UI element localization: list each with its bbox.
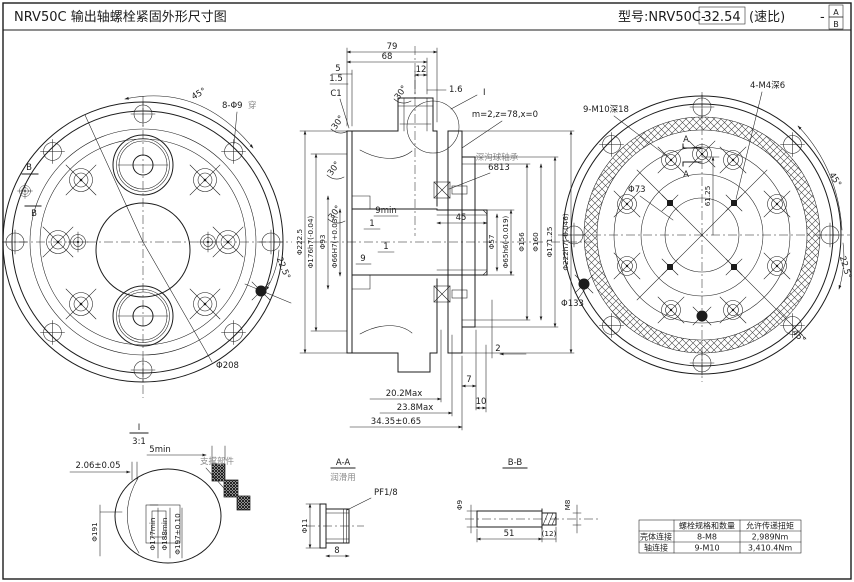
dim-1: 1 <box>369 219 374 229</box>
dia-160-label: Φ160 <box>531 232 540 252</box>
gear-spec-label: m=2,z=78,x=0 <box>472 110 538 120</box>
support-part-hatch <box>211 463 251 511</box>
dim-12-ref: (12) <box>542 529 557 538</box>
chamfer-c1: C1 <box>330 89 341 99</box>
row-torque: 3,410.4Nm <box>748 544 793 553</box>
bearing-number-label: 6813 <box>488 163 510 173</box>
dia-9-label: Φ9 <box>455 499 464 510</box>
dia-11-label: Φ11 <box>300 519 309 534</box>
page-title: NRV50C 输出轴螺栓紧固外形尺寸图 <box>14 9 227 25</box>
m8-label: M8 <box>563 499 572 510</box>
table-header-torque: 允许传递扭矩 <box>746 521 794 531</box>
dia-65-label: Φ65h6(-0.019) <box>501 215 510 268</box>
dim-8: 8 <box>334 546 339 556</box>
dim-1-5: 1.5 <box>329 74 343 84</box>
dim-10: 10 <box>476 397 487 407</box>
dim-9min: 9min <box>375 206 396 216</box>
hole-pattern-suffix: 穿 <box>248 100 257 111</box>
dim-3435: 34.35±0.65 <box>371 417 421 427</box>
bottom-dims: 2 7 10 20.2Max 23.8Max 34.35±0.65 <box>349 299 527 431</box>
m10-pattern-label: 9-M10深18 <box>583 105 629 115</box>
dim-7: 7 <box>466 375 471 385</box>
ratio-note: (速比) <box>749 10 785 25</box>
dim-1: 1 <box>383 242 388 252</box>
dim-51: 51 <box>504 529 515 539</box>
section-a-mark: A <box>683 170 689 180</box>
table-row: 壳体连接 8-M8 2,989Nm <box>640 532 789 542</box>
bearing-icon <box>433 181 468 303</box>
dia-197-label: Φ197±0.10 <box>173 513 182 555</box>
dim-238max: 23.8Max <box>397 403 434 413</box>
dim-206: 2.06±0.05 <box>76 461 121 471</box>
table-header-spec: 螺栓规格和数量 <box>679 521 735 531</box>
dim-2: 2 <box>495 344 500 354</box>
dia-73-label: Φ73 <box>628 185 646 195</box>
dia-171-label: Φ171.25 <box>545 227 554 258</box>
section-a-mark: A <box>683 135 689 145</box>
section-b-mark: B <box>26 163 32 173</box>
dim-5min: 5min <box>149 445 170 455</box>
torque-table: 螺栓规格和数量 允许传递扭矩 壳体连接 8-M8 2,989Nm 轴连接 9-M… <box>638 519 802 554</box>
dim-9: 9 <box>360 254 365 264</box>
section-bb-title: B-B <box>508 458 523 468</box>
section-aa-view: A-A 润滑用 PF1/8 Φ11 8 <box>300 458 398 558</box>
dim-5: 5 <box>335 64 340 74</box>
table-row: 轴连接 9-M10 3,410.4Nm <box>644 543 792 553</box>
detail-title: I <box>138 423 141 433</box>
row-spec: 8-M8 <box>697 533 717 542</box>
detail-i-circle <box>406 100 460 154</box>
dim-12: 12 <box>416 65 427 75</box>
dia-188-label: Φ188min <box>160 518 169 551</box>
detail-scale: 3:1 <box>132 437 146 447</box>
row-name: 壳体连接 <box>640 532 672 542</box>
row-torque: 2,989Nm <box>752 533 789 542</box>
row-spec: 9-M10 <box>694 544 719 553</box>
left-dia-dims: Φ222.5 Φ176h7(-0.04) Φ93 Φ66H7(+0.03) <box>295 130 348 354</box>
ratio-value: 32.54 <box>703 10 740 25</box>
dia-133-label: Φ133 <box>561 299 584 309</box>
dim-79: 79 <box>387 42 398 52</box>
dia-66-label: Φ66H7(+0.03) <box>330 216 339 269</box>
hole-pattern-label: 8-Φ9 <box>222 101 243 111</box>
section-b-mark: B <box>31 209 37 219</box>
dim-202max: 20.2Max <box>386 389 423 399</box>
dia-208-label: Φ208 <box>216 361 239 371</box>
dim-1-6: 1.6 <box>449 85 463 95</box>
left-front-view: B B 45° 8-Φ9 穿 22.5° Φ208 <box>2 86 292 398</box>
dia-156-label: Φ156 <box>517 232 526 252</box>
dim-6125: 61.25 <box>703 186 712 207</box>
variant-b-box <box>828 16 844 30</box>
m4-pattern-label: 4-M4深6 <box>750 81 785 91</box>
dia-57-label: Φ57 <box>487 235 496 250</box>
dash: - <box>820 10 825 25</box>
dia-93-label: Φ93 <box>318 235 327 250</box>
header: NRV50C 输出轴螺栓紧固外形尺寸图 型号:NRV50C- 32.54 (速比… <box>14 4 844 30</box>
row-name: 轴连接 <box>644 543 668 553</box>
support-part-label: 支撑部件 <box>200 456 235 467</box>
section-aa-title: A-A <box>336 458 351 468</box>
dia-176-label: Φ176h7(-0.04) <box>306 215 315 268</box>
detail-ref-label: I <box>483 88 486 98</box>
right-dia-dims: Φ57 Φ65h6(-0.019) Φ156 Φ160 Φ171.25 Φ222… <box>461 130 575 354</box>
bearing-name-label: 深沟球轴承 <box>476 152 519 163</box>
section-aa-note: 润滑用 <box>330 472 356 483</box>
model-label: 型号:NRV50C- <box>618 10 706 25</box>
dim-45: 45 <box>456 213 467 223</box>
right-back-view: 9-M10深18 4-M4深6 A A Φ73 61.25 Φ133 45° 2… <box>558 81 853 382</box>
thread-pf18-label: PF1/8 <box>374 488 398 498</box>
variant-a: A <box>833 8 839 17</box>
dia-222-label: Φ222h7(-0.046) <box>561 213 570 270</box>
dia-191-label: Φ191 <box>90 522 99 541</box>
variant-b: B <box>833 20 839 29</box>
dia-2225-label: Φ222.5 <box>295 229 304 255</box>
detail-i-view: I 3:1 5min 支撑部件 2.06±0.05 Φ191 Φ177min Φ… <box>69 423 251 564</box>
dia-177-label: Φ177min <box>148 518 157 551</box>
section-bb-view: B-B Φ9 M8 51 (12) <box>455 458 600 543</box>
ratio-box <box>698 6 746 25</box>
dim-68: 68 <box>382 52 393 62</box>
